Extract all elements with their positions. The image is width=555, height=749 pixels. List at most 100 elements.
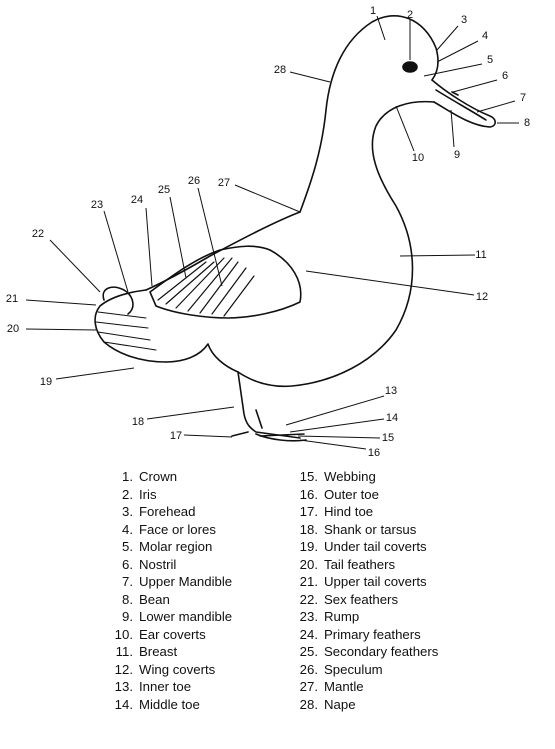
- legend-item-number: 4.: [122, 521, 133, 537]
- callout-leader-line: [145, 207, 153, 287]
- legend-item-number: 10.: [114, 626, 133, 642]
- callout-leader-line: [234, 184, 301, 213]
- legend-item: 8. Bean: [107, 591, 232, 609]
- legend-item-number: 2.: [122, 486, 133, 502]
- callout-number: 10: [412, 152, 424, 164]
- callout-number: 17: [170, 430, 182, 442]
- callout-leader-line: [399, 254, 476, 257]
- callout-number: 15: [382, 432, 394, 444]
- callout-leader-line: [305, 270, 475, 296]
- legend-item-number: 9.: [122, 609, 133, 624]
- callout-leader-line: [103, 210, 129, 293]
- callout-leader-line: [55, 367, 135, 380]
- legend-item-number: 23.: [299, 609, 318, 624]
- legend-item: 19.Under tail coverts: [288, 538, 438, 556]
- legend-item-number: 3.: [122, 504, 133, 519]
- legend-item-number: 5.: [122, 539, 133, 554]
- legend-item: 15.Webbing: [288, 468, 438, 486]
- legend-item-label: Secondary feathers: [324, 644, 439, 659]
- legend-item-label: Under tail coverts: [324, 539, 427, 554]
- legend-item: 22.Sex feathers: [288, 591, 438, 609]
- callout-leader-line: [452, 79, 498, 93]
- callout-number: 19: [40, 376, 52, 388]
- callout-number: 9: [454, 149, 460, 161]
- legend-item-label: Sex feathers: [324, 591, 399, 607]
- callout-leader-line: [436, 40, 479, 63]
- callout-leader-line: [297, 435, 381, 439]
- legend-item-label: Molar region: [139, 539, 213, 554]
- callout-number: 25: [158, 184, 170, 196]
- leg-outline: [237, 371, 301, 439]
- callout-number: 27: [218, 177, 230, 189]
- callout-leader-line: [25, 299, 97, 306]
- legend-item-label: Breast: [139, 644, 178, 659]
- legend-item-number: 11.: [115, 644, 133, 659]
- legend-item: 21. Upper tail coverts: [288, 573, 438, 591]
- callout-leader-line: [289, 71, 331, 83]
- callout-leader-line: [436, 25, 459, 51]
- callout-leader-line: [450, 109, 455, 148]
- legend-item: 5. Molar region: [107, 538, 232, 556]
- legend-item: 13.Inner toe: [107, 678, 232, 696]
- legend-item-label: Bean: [139, 591, 170, 607]
- legend-item: 24.Primary feathers: [288, 626, 438, 644]
- callout-leader-line: [395, 105, 415, 152]
- callout-number: 12: [476, 291, 488, 303]
- callout-leader-lines: [25, 15, 519, 450]
- legend-item-number: 12.: [114, 661, 133, 677]
- callout-number: 21: [6, 293, 18, 305]
- legend-item-label: Inner toe: [139, 679, 192, 694]
- legend-item: 4.Face or lores: [107, 521, 232, 539]
- sex-feather-curl: [102, 286, 134, 315]
- legend-item: 20.Tail feathers: [288, 556, 438, 574]
- legend-item-number: 26.: [299, 661, 318, 677]
- legend-item-label: Forehead: [139, 504, 196, 519]
- legend-item-number: 8.: [122, 591, 133, 607]
- callout-number: 8: [524, 117, 530, 129]
- legend-item: 10.Ear coverts: [107, 626, 232, 644]
- legend-item-label: Rump: [324, 609, 360, 624]
- callout-number: 14: [386, 412, 398, 424]
- legend-item-number: 21.: [299, 574, 318, 589]
- callout-number: 5: [487, 54, 493, 66]
- legend-item-label: Shank or tarsus: [324, 521, 417, 537]
- callout-number: 11: [475, 249, 486, 261]
- callout-number: 7: [520, 92, 526, 104]
- callout-number: 13: [385, 385, 397, 397]
- legend-item-number: 16.: [299, 486, 318, 502]
- callout-leader-line: [423, 63, 483, 77]
- callout-leader-line: [49, 239, 101, 293]
- legend-item-number: 28.: [299, 696, 318, 712]
- legend-item-number: 17.: [299, 504, 318, 519]
- legend-item: 26.Speculum: [288, 661, 438, 679]
- nostril-mark: [451, 91, 459, 96]
- legend-item-label: Crown: [139, 469, 178, 484]
- callout-number: 2: [407, 9, 413, 21]
- legend-item-label: Primary feathers: [324, 626, 421, 642]
- callout-number: 24: [131, 194, 143, 206]
- legend-item-label: Mantle: [324, 679, 364, 694]
- legend-item-label: Upper tail coverts: [324, 574, 427, 589]
- legend-item: 18.Shank or tarsus: [288, 521, 438, 539]
- legend-item-number: 7.: [122, 574, 133, 589]
- duck-body: [94, 14, 497, 442]
- eye: [402, 61, 418, 73]
- tail-outline: [94, 289, 167, 363]
- legend-item: 11. Breast: [107, 643, 232, 661]
- legend-item-label: Iris: [139, 486, 157, 502]
- callout-leader-line: [183, 434, 233, 438]
- callout-number: 6: [502, 70, 508, 82]
- legend-item: 17.Hind toe: [288, 503, 438, 521]
- legend-item: 16.Outer toe: [288, 486, 438, 504]
- legend-item-number: 27.: [299, 679, 318, 694]
- bill-line: [435, 89, 487, 121]
- callout-number: 22: [32, 228, 44, 240]
- legend-item: 7.Upper Mandible: [107, 573, 232, 591]
- callout-number: 23: [91, 199, 103, 211]
- callout-number: 28: [274, 64, 286, 76]
- legend-item: 23. Rump: [288, 608, 438, 626]
